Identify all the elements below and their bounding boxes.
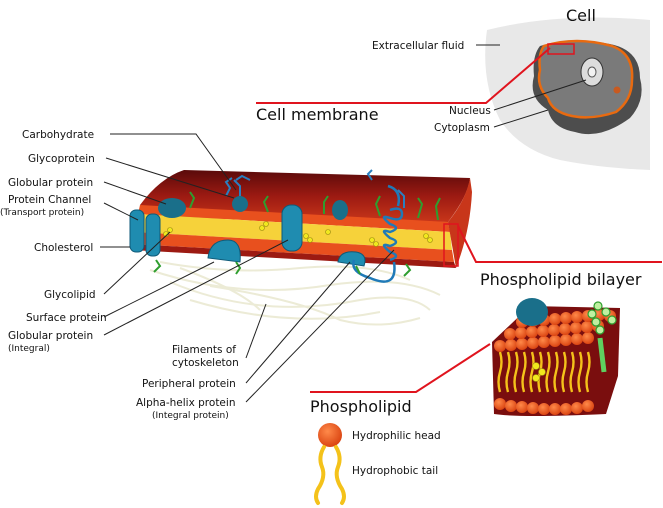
glycolipid-chains <box>153 191 441 277</box>
hydrophobic-tail-label: Hydrophobic tail <box>352 465 438 477</box>
filaments-label-line2: cytoskeleton <box>172 357 239 369</box>
hydrophilic-head-label: Hydrophilic head <box>352 430 441 442</box>
globular-protein-shape-2 <box>232 196 248 212</box>
phospholipid-title: Phospholipid <box>310 397 412 416</box>
extracellular-fluid-label: Extracellular fluid <box>372 40 464 52</box>
membrane-slab <box>129 169 472 326</box>
peripheral-protein-shape <box>207 239 241 263</box>
left-labels: Carbohydrate Glycoprotein Globular prote… <box>0 129 289 354</box>
cell-illustration: Cell Extracellular fluid Nucleus Cytopla… <box>372 6 650 170</box>
phospholipid-molecule <box>314 423 346 505</box>
hydrophilic-head-shape <box>318 423 342 447</box>
bilayer-tails <box>497 351 591 393</box>
cytoskeleton-filaments <box>149 261 441 326</box>
integral-protein-shape <box>281 204 303 252</box>
cell-title: Cell <box>566 6 596 25</box>
bilayer-block <box>492 298 620 416</box>
peripheral-protein-label: Peripheral protein <box>142 378 236 390</box>
protein-channel-sub-label: (Transport protein) <box>0 208 84 218</box>
nucleolus-shape <box>587 66 597 78</box>
protein-channel <box>129 209 161 257</box>
bilayer-glycolipid <box>587 301 617 373</box>
hydrophobic-tail-shape-2 <box>334 445 346 505</box>
cytoplasm-label: Cytoplasm <box>434 122 490 134</box>
bilayer-cholesterol <box>532 362 546 382</box>
globular-protein-label: Globular protein <box>8 177 93 189</box>
globular-protein-shape <box>158 198 186 218</box>
glycolipid-label: Glycolipid <box>44 289 96 301</box>
alpha-helix-protein <box>352 184 404 283</box>
surface-protein-label: Surface protein <box>26 312 107 324</box>
carbohydrate-label: Carbohydrate <box>22 129 94 141</box>
globular-protein-integral-sub-label: (Integral) <box>8 344 50 354</box>
organelle-shape <box>613 86 621 94</box>
peripheral-protein-shape-2 <box>337 251 366 267</box>
globular-protein-shape-3 <box>332 200 348 220</box>
hydrophobic-tail-shape <box>314 445 326 505</box>
filaments-label-line1: Filaments of <box>172 344 236 356</box>
alpha-helix-label: Alpha-helix protein <box>136 397 235 409</box>
nucleus-label: Nucleus <box>449 105 491 117</box>
bilayer-zoom-box <box>443 223 459 267</box>
carbohydrate-chains <box>224 169 405 208</box>
protein-channel-label: Protein Channel <box>8 194 91 206</box>
cell-membrane-title: Cell membrane <box>256 105 379 124</box>
bilayer-bottom-heads <box>494 398 594 415</box>
phospholipid-bilayer-title: Phospholipid bilayer <box>480 270 642 289</box>
bottom-labels: Filaments of cytoskeleton Peripheral pro… <box>136 249 395 421</box>
alpha-helix-sub-label: (Integral protein) <box>152 411 229 421</box>
globular-protein-integral-label: Globular protein <box>8 330 93 342</box>
cholesterol-label: Cholesterol <box>34 242 93 254</box>
membrane-top-surface <box>140 170 470 222</box>
membrane-right-end <box>448 178 472 268</box>
glycoprotein-label: Glycoprotein <box>28 153 95 165</box>
bilayer-protein <box>516 298 548 326</box>
